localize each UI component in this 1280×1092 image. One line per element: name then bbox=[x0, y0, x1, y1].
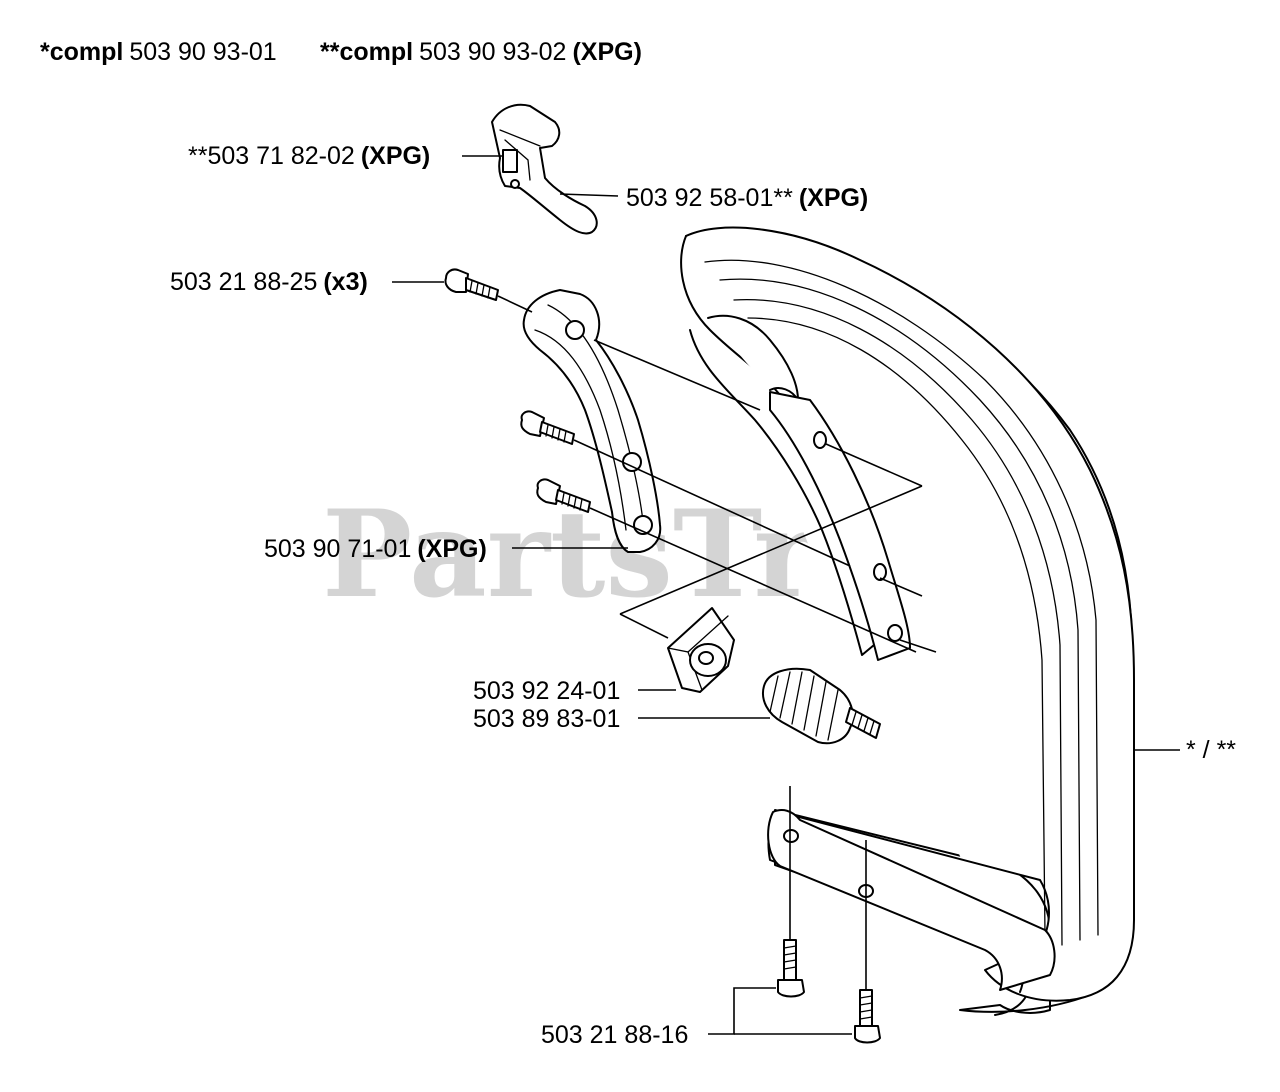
callout-screws-x3: 503 21 88-25(x3) bbox=[170, 268, 444, 296]
header-compl-2-suffix: (XPG) bbox=[572, 38, 641, 66]
screw-middle-1-part bbox=[520, 410, 575, 445]
callout-brake-handle-number: 503 92 58-01** bbox=[626, 184, 793, 212]
svg-text:503 90 71-01(XPG): 503 90 71-01(XPG) bbox=[264, 535, 487, 563]
callout-bracket: 503 90 71-01(XPG) bbox=[264, 535, 628, 563]
screw-middle-2-part bbox=[536, 478, 591, 513]
callout-front-handle: * / ** bbox=[1134, 736, 1236, 764]
callout-damper-plate: 503 92 24-01 bbox=[473, 677, 676, 705]
callout-screws-bottom-number: 503 21 88-16 bbox=[541, 1021, 688, 1049]
av-spring-part bbox=[762, 667, 881, 745]
callout-screws-bottom: 503 21 88-16 bbox=[541, 987, 852, 1049]
assembly-lines bbox=[497, 295, 937, 990]
header-compl-2-prefix: **compl bbox=[320, 38, 413, 66]
callout-screws-x3-number: 503 21 88-25 bbox=[170, 268, 317, 296]
svg-text:503 92 58-01**(XPG): 503 92 58-01**(XPG) bbox=[626, 184, 868, 212]
callout-brake-handle: 503 92 58-01**(XPG) bbox=[559, 184, 868, 212]
callout-trigger-lever-number: **503 71 82-02 bbox=[188, 142, 355, 170]
screw-bottom-2-part bbox=[854, 989, 881, 1044]
damper-plate-part bbox=[667, 607, 735, 693]
screw-top-part bbox=[444, 268, 499, 301]
screw-bottom-1-part bbox=[777, 939, 805, 998]
header-compl-2-number: 503 90 93-02 bbox=[419, 38, 566, 66]
brake-lever-part bbox=[491, 103, 598, 235]
callout-trigger-lever: **503 71 82-02(XPG) bbox=[188, 142, 504, 170]
svg-text:503 21 88-25(x3): 503 21 88-25(x3) bbox=[170, 268, 368, 296]
front-handle-part bbox=[680, 226, 1135, 1016]
callout-screws-x3-tag: (x3) bbox=[323, 268, 367, 296]
callout-bracket-tag: (XPG) bbox=[417, 535, 486, 563]
callout-front-handle-number: * / ** bbox=[1186, 736, 1236, 764]
callout-damper-plate-number: 503 92 24-01 bbox=[473, 677, 620, 705]
callout-trigger-lever-tag: (XPG) bbox=[361, 142, 430, 170]
bracket-part bbox=[522, 289, 662, 553]
header-compl-1-prefix: *compl bbox=[40, 38, 123, 66]
callout-brake-handle-tag: (XPG) bbox=[799, 184, 868, 212]
callout-bracket-number: 503 90 71-01 bbox=[264, 535, 411, 563]
callout-av-spring: 503 89 83-01 bbox=[473, 705, 770, 733]
header-compl-1-number: 503 90 93-01 bbox=[129, 38, 276, 66]
callout-av-spring-number: 503 89 83-01 bbox=[473, 705, 620, 733]
svg-text:**503 71 82-02(XPG): **503 71 82-02(XPG) bbox=[188, 142, 430, 170]
